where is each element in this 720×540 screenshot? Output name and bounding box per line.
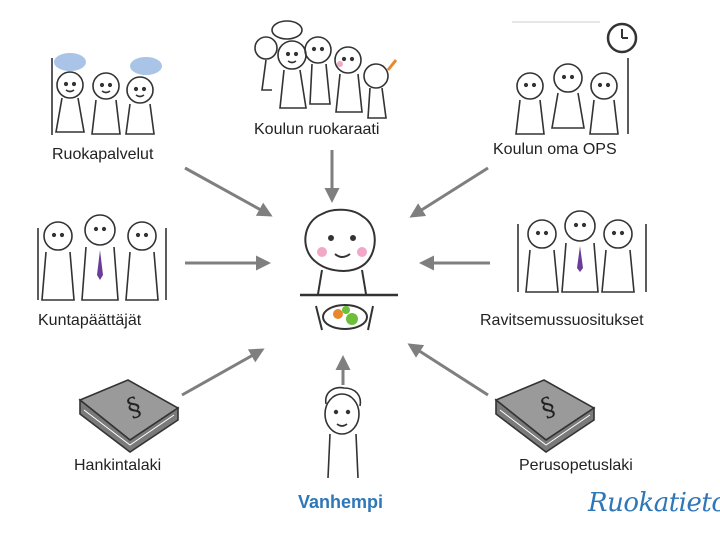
arrow-ruokapalvelut [184, 166, 273, 217]
label-kuntapaattajat: Kuntapäättäjät [38, 312, 142, 329]
label-koulun-oma-ops: Koulun oma OPS [493, 141, 617, 158]
perusopetuslaki-book-illustration: § [494, 379, 596, 453]
arrows [181, 150, 490, 397]
arrow-koulun-oma-ops [409, 166, 489, 218]
label-ruokapalvelut: Ruokapalvelut [52, 146, 154, 163]
koulun-ruokaraati-illustration [254, 20, 398, 119]
brand-logo: Ruokatieto [588, 488, 720, 518]
label-ravitsemussuositukset: Ravitsemussuositukset [480, 312, 644, 329]
label-perusopetuslaki: Perusopetuslaki [519, 457, 633, 474]
arrow-perusopetuslaki [407, 343, 489, 397]
label-vanhempi: Vanhempi [298, 492, 384, 512]
label-koulun-ruokaraati: Koulun ruokaraati [254, 121, 380, 138]
kuntapaattajat-illustration [37, 214, 167, 301]
ruokapalvelut-illustration [51, 53, 162, 135]
vanhempi-illustration [324, 386, 362, 479]
label-hankintalaki: Hankintalaki [74, 457, 162, 474]
center-student-illustration [300, 208, 398, 331]
arrow-hankintalaki [181, 348, 265, 397]
ravitsemussuositukset-illustration [517, 210, 647, 293]
hankintalaki-book-illustration: § [78, 379, 180, 453]
koulun-oma-ops-illustration [512, 21, 638, 135]
